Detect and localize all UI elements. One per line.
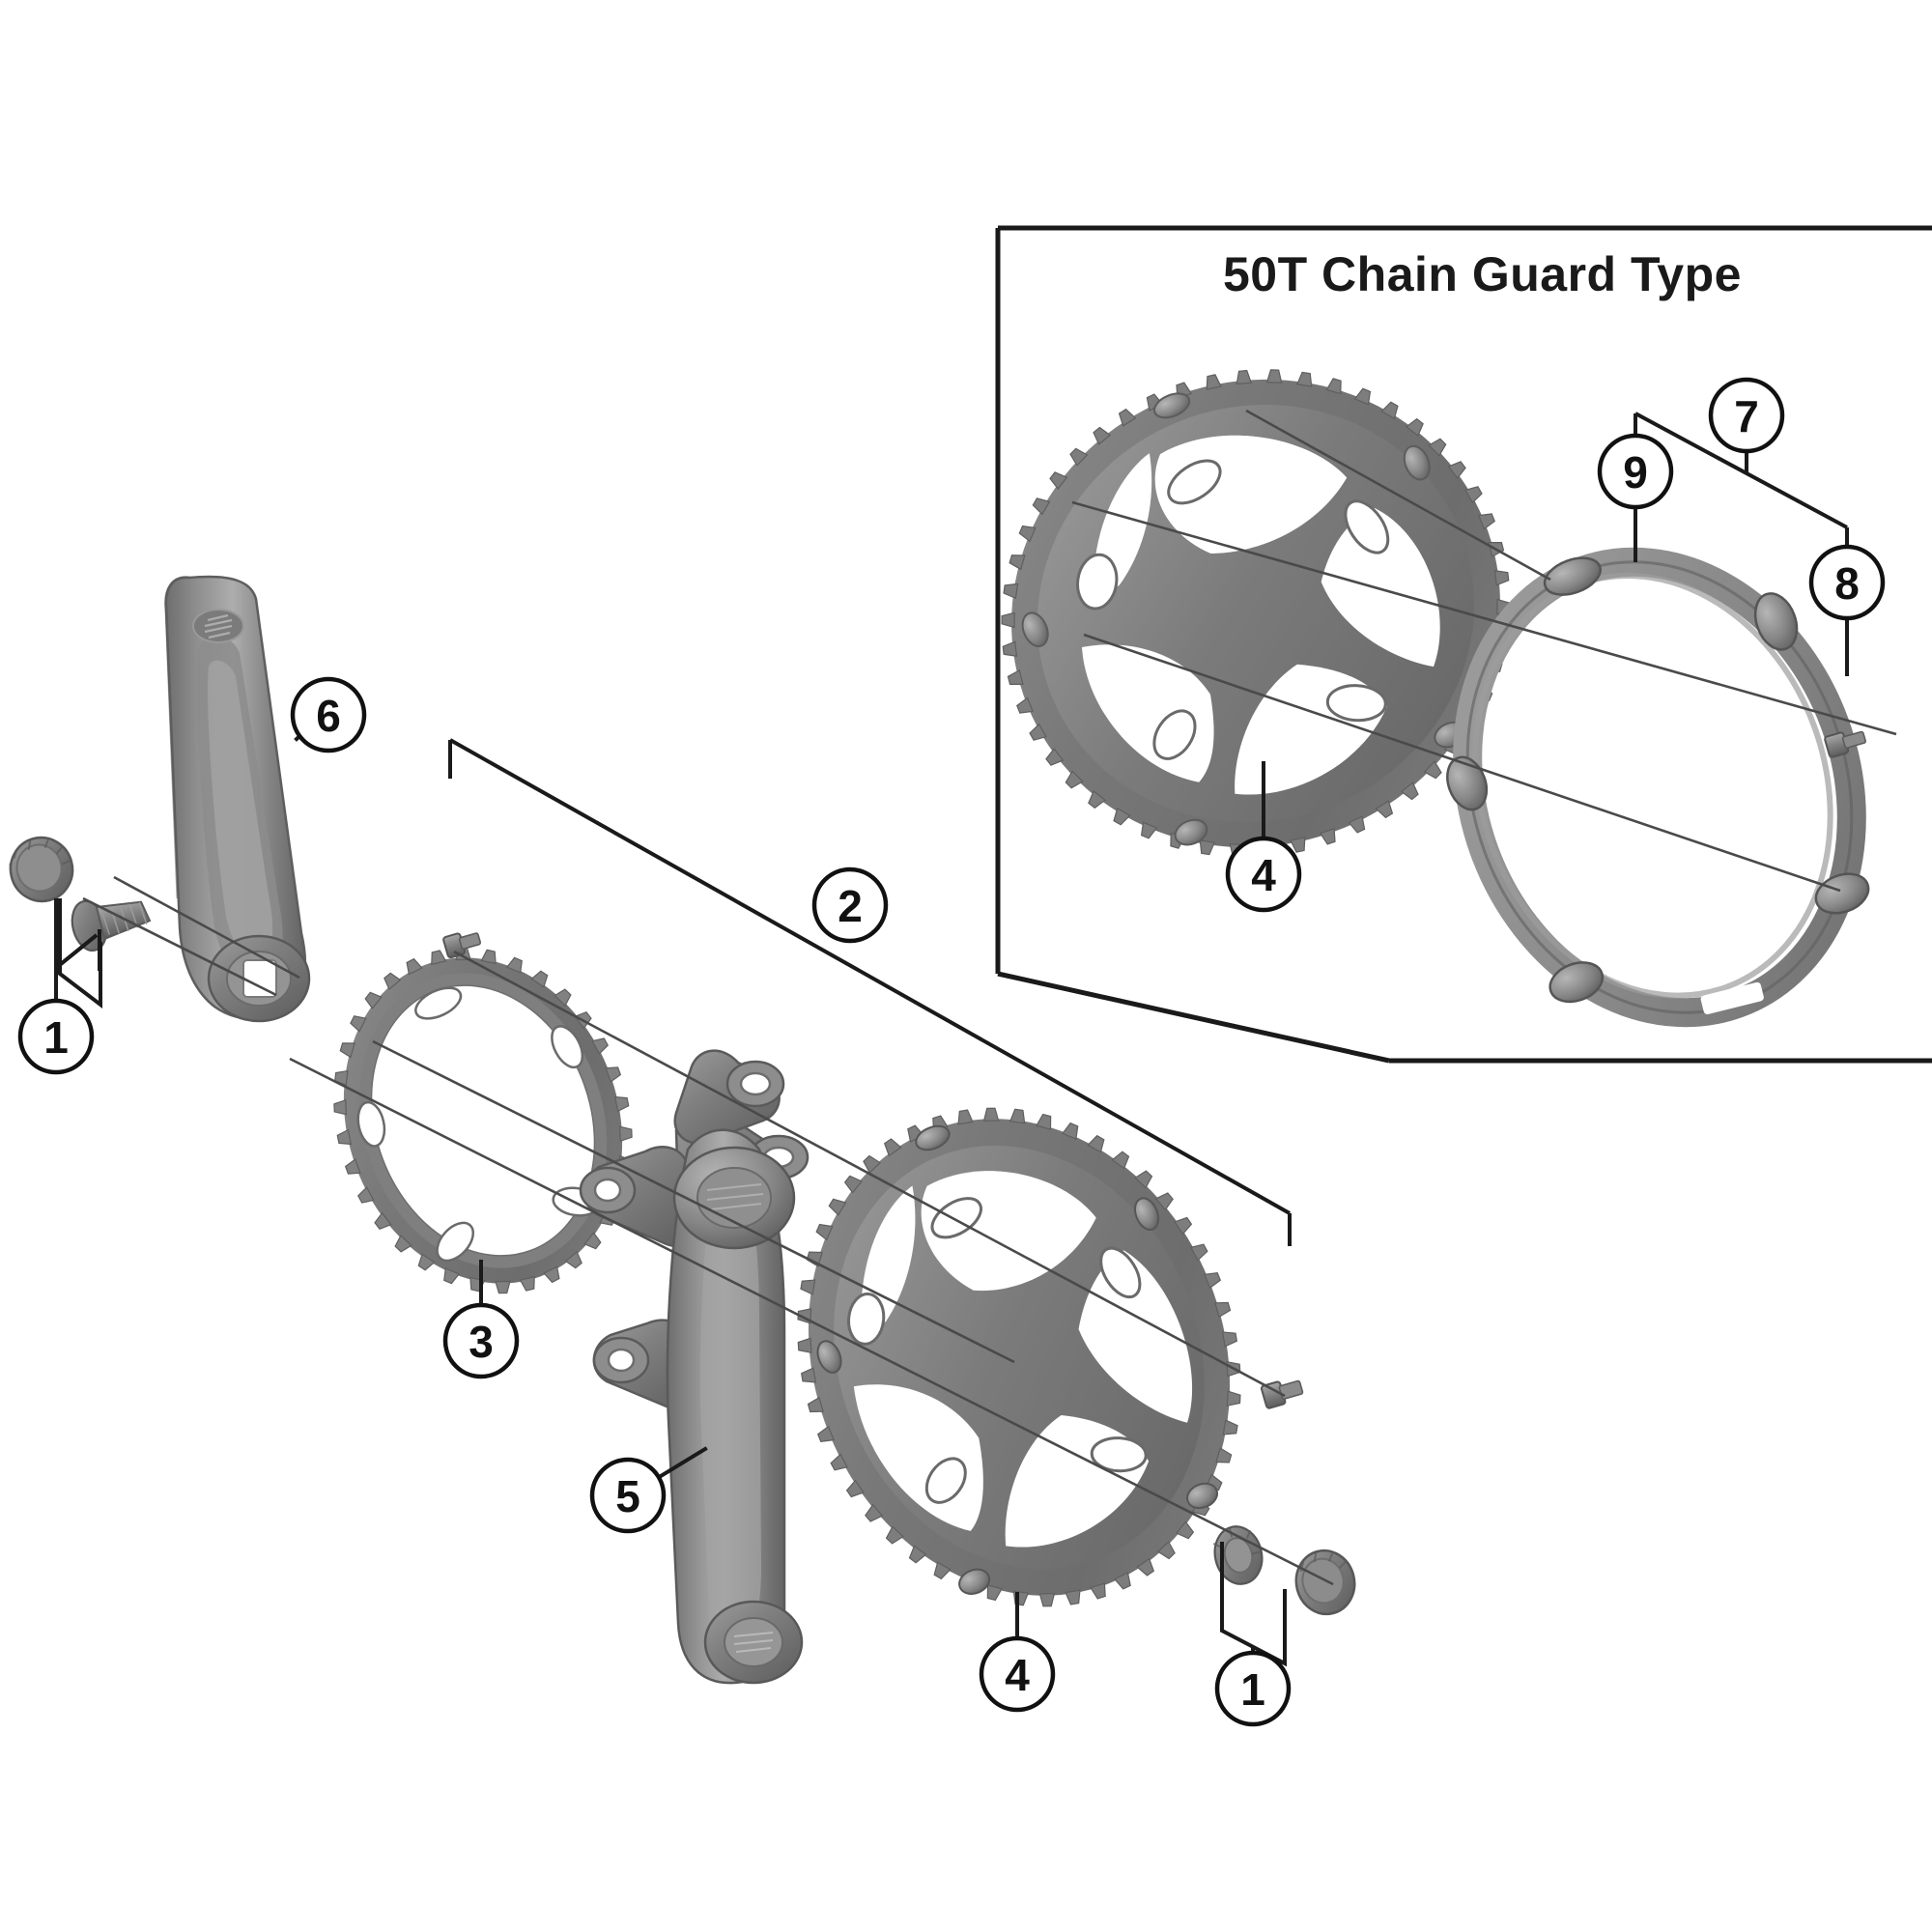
callout-5-label: 5 [615, 1471, 640, 1521]
callout-2-label: 2 [838, 881, 863, 931]
assembly-axis-lines [82, 875, 1334, 1586]
inset-title: 50T Chain Guard Type [1223, 247, 1742, 301]
callout-3-chainring[interactable]: 3 [442, 1302, 520, 1379]
callout-1-left[interactable]: 1 [17, 998, 95, 1075]
inset-chain-guard-bolt [1824, 730, 1866, 758]
left-crank-arm [164, 575, 311, 1023]
callout-4-inset-label: 4 [1251, 850, 1276, 900]
inset-axis-lines [1071, 409, 1897, 893]
callout-8-inset-label: 8 [1834, 558, 1860, 609]
callout-7-inset-label: 7 [1734, 391, 1759, 441]
right-crank-cap [1294, 1548, 1356, 1616]
chainring-fixing-bolt-upper [442, 932, 482, 959]
callout-1-right[interactable]: 1 [1214, 1650, 1292, 1727]
inset-chain-guard-ring [1446, 547, 1870, 1028]
callout-6-label: 6 [316, 691, 341, 741]
right-crank-arm-spider [579, 1049, 810, 1685]
callout-9-inset-label: 9 [1623, 447, 1648, 497]
callout-2-assembly[interactable]: 2 [811, 867, 889, 944]
inner-chainring-34t [333, 947, 633, 1294]
left-crank-cap [9, 836, 74, 903]
inset-outer-chainring-50t [1001, 369, 1511, 858]
callout-7-inset[interactable]: 7 [1708, 377, 1785, 454]
callout-8-inset[interactable]: 8 [1808, 544, 1886, 621]
right-crank-bolt [1212, 1525, 1264, 1585]
callout-5-crankarm[interactable]: 5 [589, 1457, 667, 1534]
inset-callout-leaders [1262, 412, 1849, 840]
callout-1-right-label: 1 [1240, 1664, 1265, 1715]
callout-4-chainring[interactable]: 4 [979, 1635, 1056, 1713]
callout-4-inset[interactable]: 4 [1225, 836, 1302, 913]
main-callout-leaders [54, 699, 1292, 1667]
outer-chainring-50t [797, 1107, 1241, 1607]
callout-3-label: 3 [469, 1317, 494, 1367]
left-crank-bolt [71, 899, 152, 952]
chainring-fixing-bolt-mid [1260, 1379, 1304, 1409]
inset-box [995, 225, 1932, 1064]
callout-6-crankarm[interactable]: 6 [290, 676, 367, 753]
callout-9-inset[interactable]: 9 [1597, 433, 1674, 510]
callout-1-left-label: 1 [43, 1012, 69, 1063]
callout-4-label: 4 [1005, 1650, 1030, 1700]
